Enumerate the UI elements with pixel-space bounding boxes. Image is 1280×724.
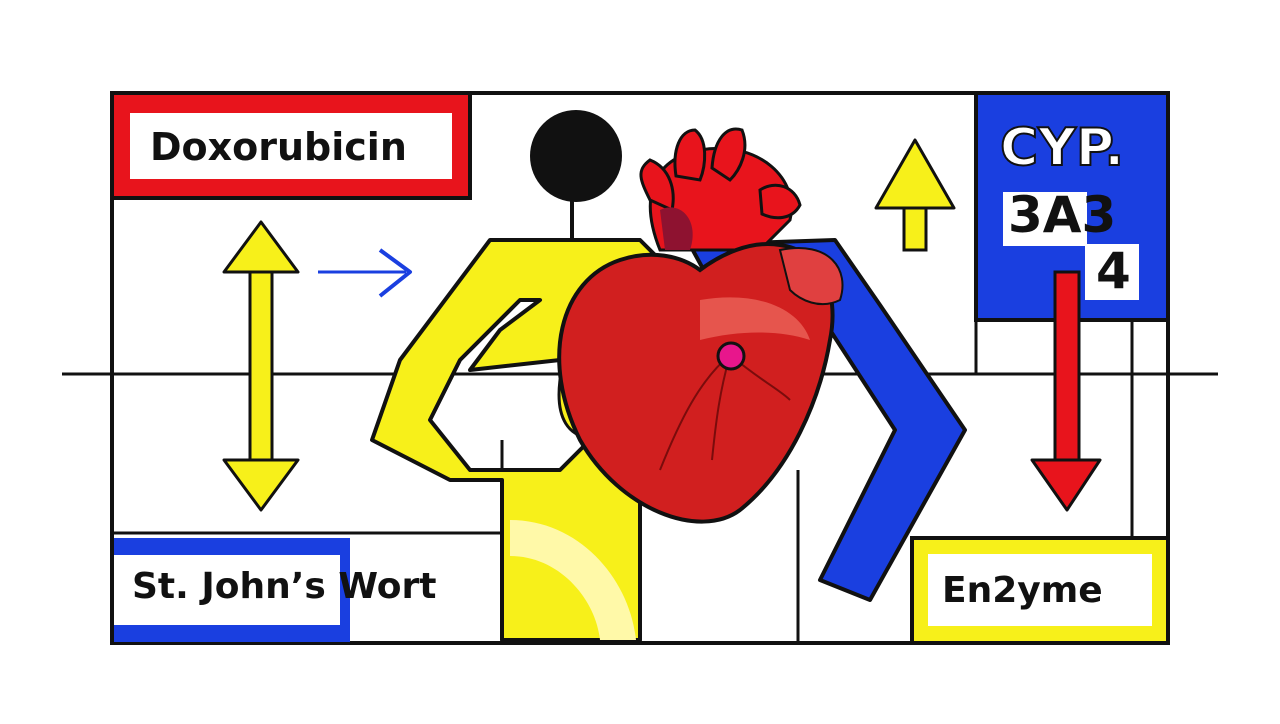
label-cyp-line1: CYP. xyxy=(999,117,1125,179)
label-cyp-line3: 4 xyxy=(1096,242,1131,300)
double-arrow-icon xyxy=(222,220,300,512)
stjohns-white-inner xyxy=(114,555,340,625)
outer-frame xyxy=(110,91,1170,645)
heart-dark-vessel xyxy=(660,207,693,250)
doxorubicin-box-inner xyxy=(130,113,452,179)
right-arrow-icon xyxy=(318,248,412,298)
person-highlight xyxy=(510,520,636,640)
label-doxorubicin: Doxorubicin xyxy=(150,125,407,169)
heart-right-lobe xyxy=(778,247,844,306)
heart-marker-dot xyxy=(716,341,746,371)
heart-vessel-2 xyxy=(673,128,707,182)
heart-icon xyxy=(557,127,844,524)
cyp-white-pad-1 xyxy=(1003,192,1087,246)
heart-shade xyxy=(700,297,810,340)
label-enzyme: En2yme xyxy=(942,570,1103,611)
down-arrow-icon xyxy=(1030,270,1102,512)
heart-vessel-1 xyxy=(639,158,675,213)
up-arrow-icon xyxy=(874,138,956,252)
enzyme-box-inner xyxy=(928,554,1152,626)
person-head xyxy=(530,110,622,202)
heart-vessel-3 xyxy=(710,127,747,182)
cyp-white-pad-2 xyxy=(1085,244,1139,300)
label-st-johns-wort: St. John’s Wort xyxy=(132,566,437,607)
heart-vessel-4 xyxy=(758,183,802,220)
label-cyp-line2: 3A3 xyxy=(1008,186,1117,244)
